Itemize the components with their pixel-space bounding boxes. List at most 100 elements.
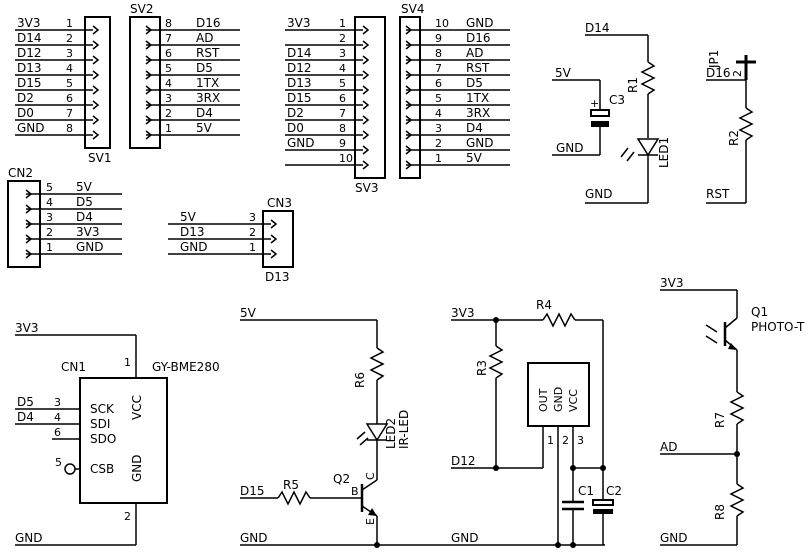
pin-number: 5	[339, 77, 346, 90]
connector-name: SV2	[130, 2, 153, 16]
pin-number: 3	[435, 122, 442, 135]
net-label: RST	[466, 61, 490, 75]
pin-number: 5	[435, 92, 442, 105]
no-connect-pin	[64, 463, 76, 475]
pin-number: 1	[547, 434, 554, 447]
cap-polarity: +	[590, 97, 599, 110]
pin-number: 1	[249, 241, 256, 254]
net-label: 5V	[196, 121, 213, 135]
pin-number: 3	[249, 211, 256, 224]
pin-label: E	[364, 518, 377, 525]
light-ray	[705, 324, 718, 333]
pin-number: 1	[66, 17, 73, 30]
ir-receiver-body	[527, 362, 590, 427]
pin-number: 4	[46, 196, 53, 209]
net-label: GND	[466, 136, 494, 150]
module-body	[79, 377, 168, 504]
pin-number: 2	[124, 510, 131, 523]
net-label: GND	[451, 531, 479, 545]
net-label: D0	[17, 106, 34, 120]
net-label: 1TX	[196, 76, 219, 90]
pin-number: 5	[55, 456, 62, 469]
led1-circuit: D14 5V GND GND C3 + R1 LED1	[552, 21, 671, 204]
net-label: GND	[585, 187, 613, 201]
connector-name: SV4	[401, 2, 424, 16]
net-label: D16	[706, 66, 731, 80]
junction-dot	[374, 542, 380, 548]
pin-number: 7	[66, 107, 73, 120]
pin-label: SDI	[90, 417, 110, 431]
pin-number: 2	[66, 32, 73, 45]
led-ray	[356, 431, 366, 440]
pin-number: 3	[46, 211, 53, 224]
pin-contact	[405, 70, 413, 80]
net-label: D14	[585, 21, 610, 35]
resistor-name: R1	[626, 77, 640, 93]
reset-circuit: JP1 2 D16 R2 RST	[706, 50, 756, 204]
bme280-module: 3V3 CN1 GY-BME280 1 D5 D4 3 4 6 5 2 SCK …	[15, 321, 220, 546]
net-label: D5	[17, 395, 34, 409]
resistor-r7	[729, 391, 745, 425]
pin-contact	[145, 40, 153, 50]
pin-contact	[145, 100, 153, 110]
pin-number: 5	[46, 181, 53, 194]
ir-led-circuit: 5V R6 LED2 IR-LED D15 R5 Q2 B C E GND	[240, 306, 605, 546]
cap-name: C1	[578, 484, 594, 498]
transistor-q2	[361, 479, 378, 491]
junction-dot	[555, 542, 561, 548]
pin-label: VCC	[567, 389, 580, 412]
light-ray	[705, 335, 718, 344]
resistor-name: R3	[475, 360, 489, 376]
pin-contact	[405, 160, 413, 170]
net-label: 3V3	[660, 276, 683, 290]
net-label: 3RX	[196, 91, 220, 105]
net-label: 3V3	[287, 16, 310, 30]
net-label: D14	[17, 31, 42, 45]
net-label: D4	[17, 410, 34, 424]
pin-label: C	[364, 472, 377, 480]
sv2-body	[129, 16, 161, 149]
pin-contact	[362, 40, 370, 50]
pin-contact	[362, 160, 370, 170]
pin-label: VCC	[130, 395, 144, 420]
connector-name: CN2	[8, 166, 33, 180]
pin-contact	[25, 204, 33, 214]
pin-contact	[25, 219, 33, 229]
pin-number: 3	[66, 47, 73, 60]
pin-contact	[92, 70, 100, 80]
pin-number: 2	[165, 107, 172, 120]
net-label: 3RX	[466, 106, 490, 120]
capacitor-c3-plate	[590, 109, 610, 117]
sv4-body	[399, 16, 421, 179]
pin-contact	[405, 55, 413, 65]
pin-number: 8	[435, 47, 442, 60]
resistor-r1	[640, 61, 656, 95]
resistor-name: R6	[353, 372, 367, 388]
transistor-name: Q1	[751, 305, 768, 319]
net-label: GND	[76, 240, 104, 254]
transistor-name: Q2	[333, 472, 350, 486]
pin-number: 8	[165, 17, 172, 30]
connector-name: SV3	[355, 181, 378, 195]
resistor-name: R5	[283, 478, 299, 492]
resistor-r4	[542, 312, 576, 328]
pin-number: 4	[54, 411, 61, 424]
pin-number: 2	[562, 434, 569, 447]
net-label: AD	[196, 31, 213, 45]
pin-number: 7	[339, 107, 346, 120]
resistor-r6	[369, 347, 385, 381]
pin-contact	[92, 130, 100, 140]
pin-contact	[405, 25, 413, 35]
pin-contact	[405, 130, 413, 140]
net-label: D13	[287, 76, 312, 90]
pin-number: 2	[46, 226, 53, 239]
led1-symbol	[636, 138, 660, 157]
junction-dot	[570, 542, 576, 548]
photo-circuit: 3V3 Q1 PHOTO-T R7 AD R8 GND	[660, 276, 805, 546]
pin-contact	[92, 40, 100, 50]
pin-contact	[270, 219, 278, 229]
